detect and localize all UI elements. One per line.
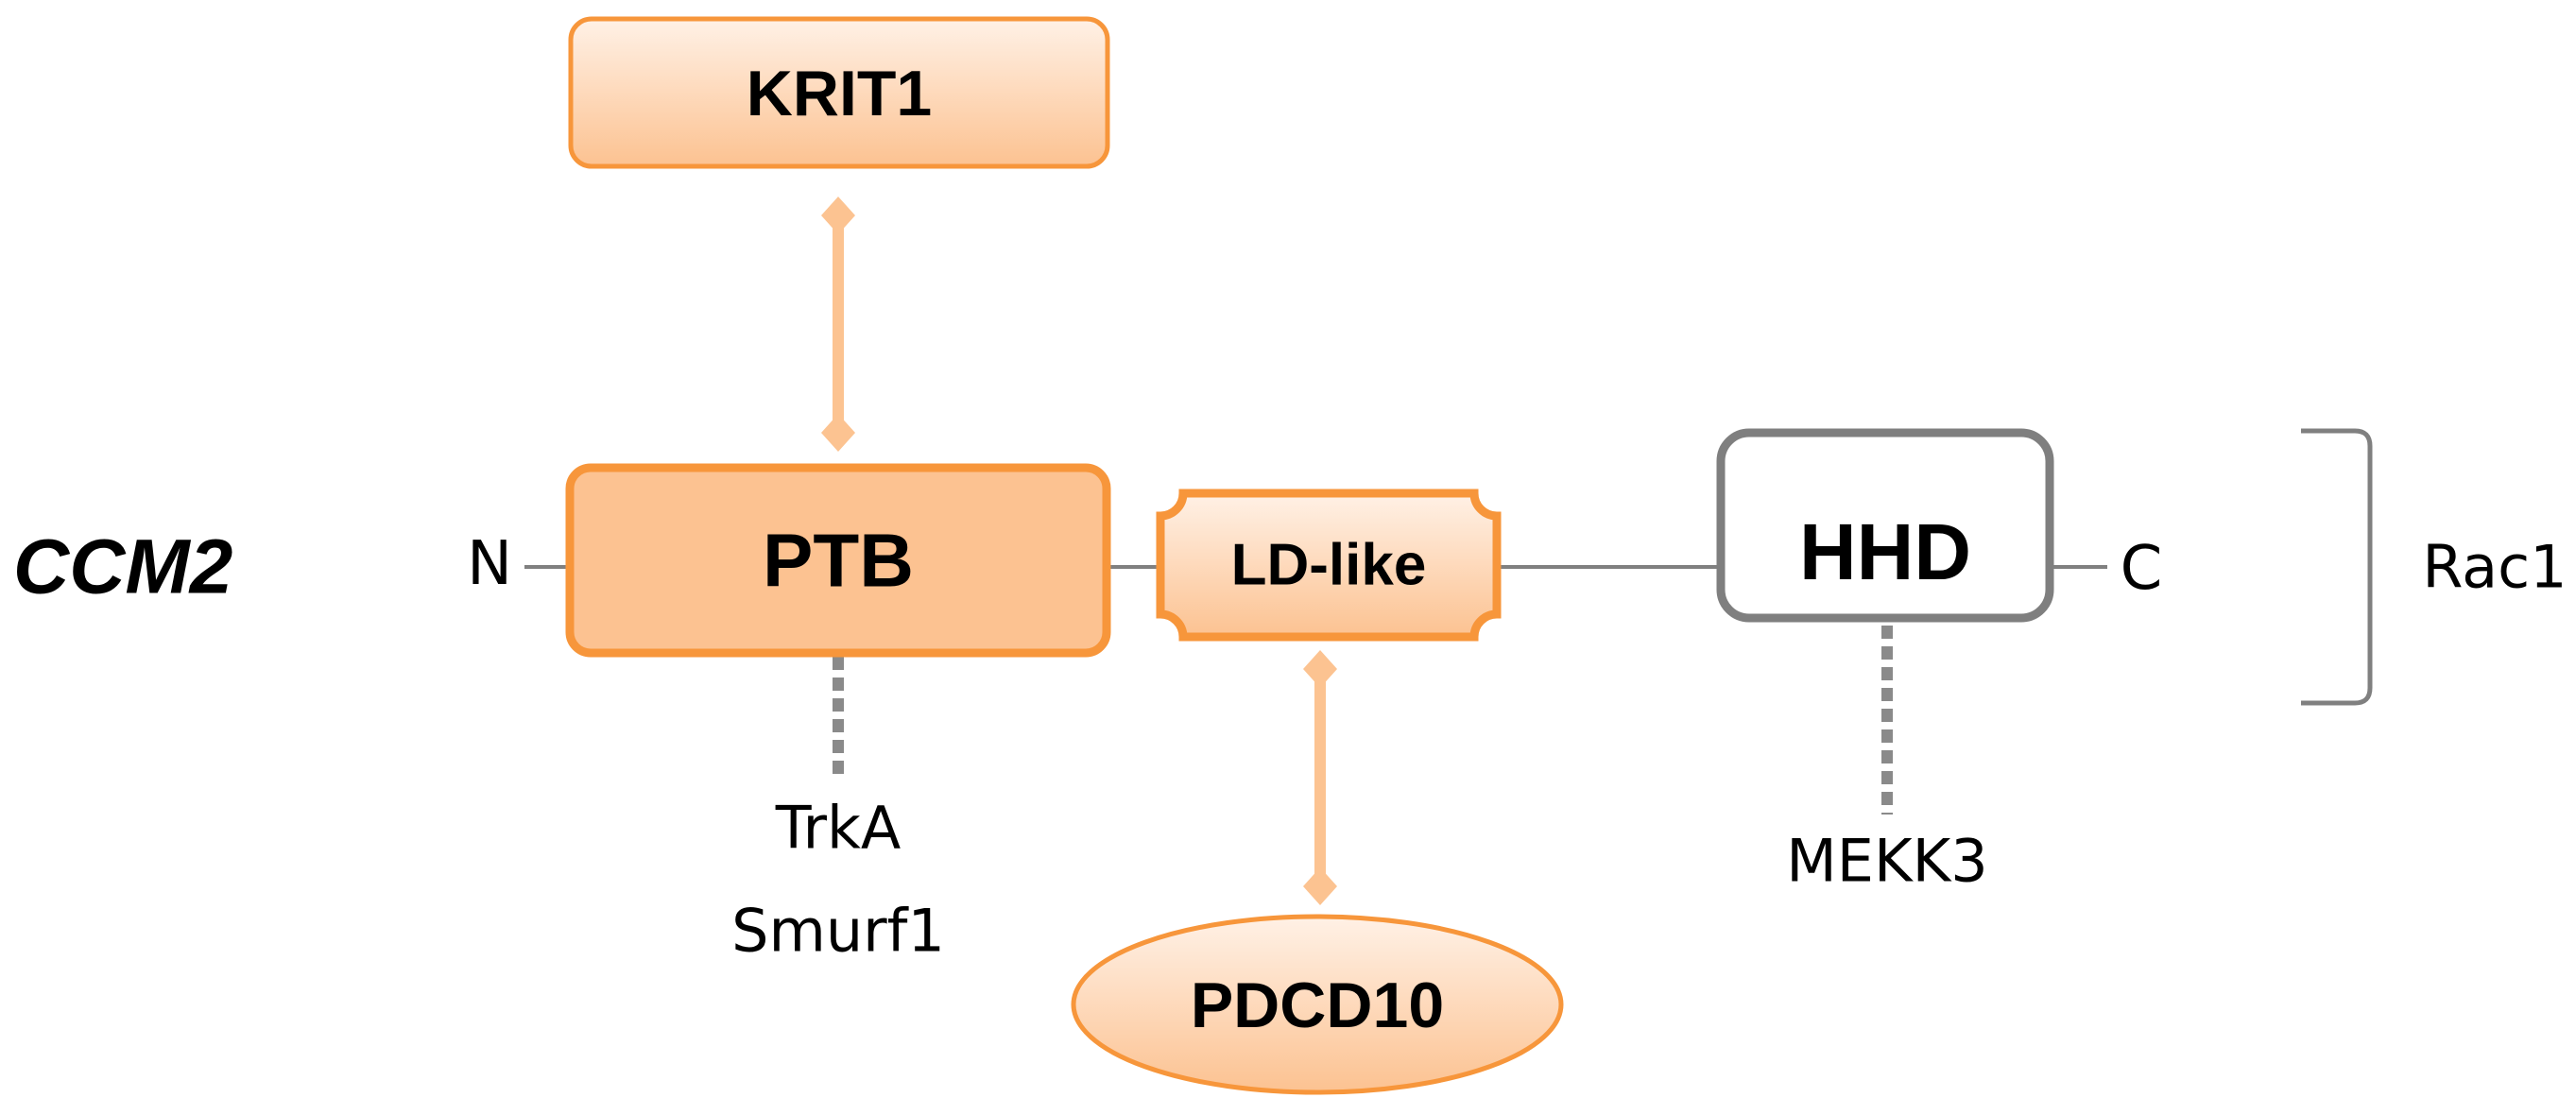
c-terminus-label: C [2121,534,2163,604]
krit1-label: KRIT1 [747,58,932,129]
rac1-label: Rac1 [2422,533,2567,602]
ldlike-pdcd10-connector [1303,650,1337,905]
n-terminus-label: N [467,529,512,599]
ld-like-domain [1156,489,1502,642]
smurf1-label: Smurf1 [731,897,945,966]
protein-name: CCM2 [13,524,232,610]
mekk3-label: MEKK3 [1786,827,1987,896]
pdcd10-label: PDCD10 [1191,969,1444,1041]
ld-like-label: LD-like [1231,533,1427,598]
rac1-bracket [2301,428,2373,706]
krit1-ptb-connector [821,197,855,452]
krit1-box [568,16,1110,169]
hhd-label: HHD [1799,507,1971,596]
ptb-label: PTB [763,519,914,603]
pdcd10-ellipse [1071,914,1564,1095]
hhd-domain [1716,428,2054,623]
ptb-domain [565,463,1111,658]
trka-label: TrkA [775,794,902,863]
